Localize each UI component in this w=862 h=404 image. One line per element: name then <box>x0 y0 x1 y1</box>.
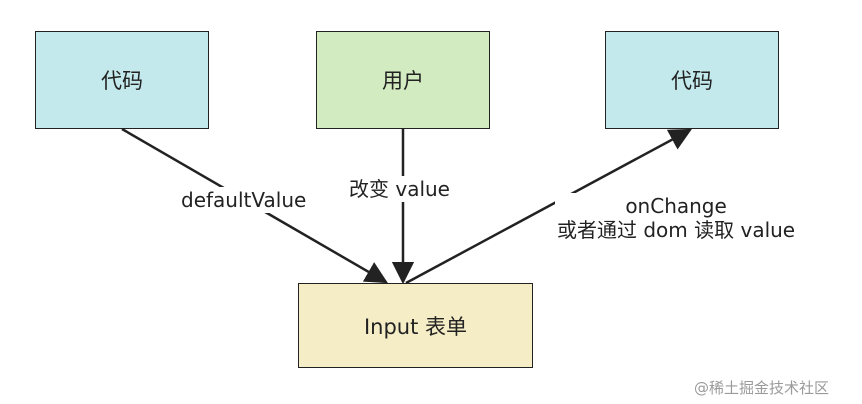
edge-label-change-value: 改变 value <box>347 176 452 202</box>
code-node-right: 代码 <box>605 31 779 129</box>
input-form-node-label: Input 表单 <box>363 314 468 339</box>
arrow-on-change <box>405 128 692 285</box>
code-node-left: 代码 <box>35 31 209 129</box>
code-node-right-label: 代码 <box>671 69 713 93</box>
code-node-left-label: 代码 <box>101 69 143 93</box>
user-node: 用户 <box>316 31 490 129</box>
edge-label-default-value: defaultValue <box>179 187 309 213</box>
edge-label-on-change: onChange 或者通过 dom 读取 value <box>555 193 798 243</box>
edge-label-on-change-line2: 或者通过 dom 读取 value <box>557 218 796 242</box>
edge-label-on-change-line1: onChange <box>625 194 727 218</box>
input-form-node: Input 表单 <box>298 283 533 368</box>
user-node-label: 用户 <box>382 69 424 93</box>
watermark: @稀土掘金技术社区 <box>694 379 830 397</box>
